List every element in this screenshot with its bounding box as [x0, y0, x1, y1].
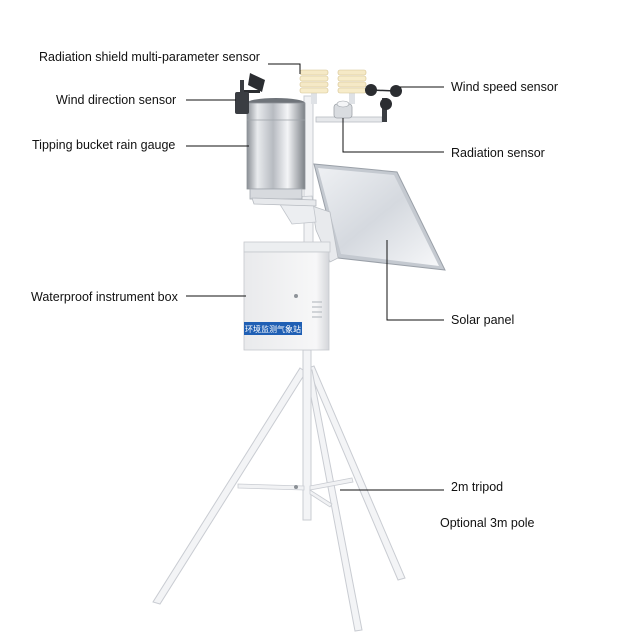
label-waterproof-box: Waterproof instrument box: [31, 290, 178, 304]
tripod-leg-right: [307, 365, 406, 581]
radiation-sensor-dome: [336, 100, 350, 108]
instrument-box-illustration: 环境监测气象站: [243, 241, 331, 351]
wind-vane-post: [240, 80, 244, 92]
label-radiation-shield: Radiation shield multi-parameter sensor: [39, 50, 260, 64]
leader-solar-panel: [386, 240, 444, 321]
instrument-box-lid: [243, 241, 331, 253]
radiation-shield-illustration: [299, 69, 367, 104]
rain-gauge-mount: [251, 197, 317, 207]
leader-radiation-shield: [268, 63, 301, 74]
wind-vane-arm: [240, 90, 260, 93]
anemometer-post: [382, 98, 387, 122]
label-wind-speed: Wind speed sensor: [451, 80, 559, 94]
label-optional-pole: Optional 3m pole: [440, 516, 535, 530]
rain-gauge-body: [246, 102, 306, 190]
instrument-box-brand-strip: [244, 322, 302, 335]
wind-vane-illustration: [235, 73, 265, 114]
tripod-bolt: [294, 485, 298, 489]
label-radiation-sensor: Radiation sensor: [451, 146, 545, 160]
solar-panel-bracket: [311, 205, 339, 263]
rain-gauge-base: [249, 188, 303, 200]
instrument-box-body: [243, 251, 330, 351]
tripod-brace-back: [309, 489, 333, 508]
anemometer-illustration: [365, 84, 402, 122]
tripod-brace-left: [237, 483, 305, 491]
cross-arm-illustration: [315, 100, 383, 123]
solar-panel-glass: [318, 168, 439, 266]
wind-vane-fin: [248, 73, 265, 92]
label-solar-panel: Solar panel: [451, 313, 515, 327]
label-wind-direction: Wind direction sensor: [56, 93, 177, 107]
leader-radiation-sensor: [342, 118, 444, 153]
label-tipping-bucket: Tipping bucket rain gauge: [32, 138, 176, 152]
wind-vane-body: [235, 92, 249, 114]
instrument-box-lock: [294, 294, 298, 298]
tripod-pole: [302, 349, 312, 521]
solar-panel-illustration: [275, 163, 446, 271]
anemometer-cup-front: [380, 98, 392, 110]
leader-lines: [186, 63, 444, 491]
shield-right-post: [349, 92, 355, 104]
label-tripod: 2m tripod: [451, 480, 504, 494]
tripod-leg-back: [305, 369, 363, 632]
shield-left-post: [311, 92, 317, 104]
tripod-brace-right: [309, 477, 354, 491]
instrument-box-vents: [312, 301, 322, 318]
tripod: [152, 349, 406, 632]
instrument-box-brand-text: 环境监测气象站: [245, 324, 301, 334]
